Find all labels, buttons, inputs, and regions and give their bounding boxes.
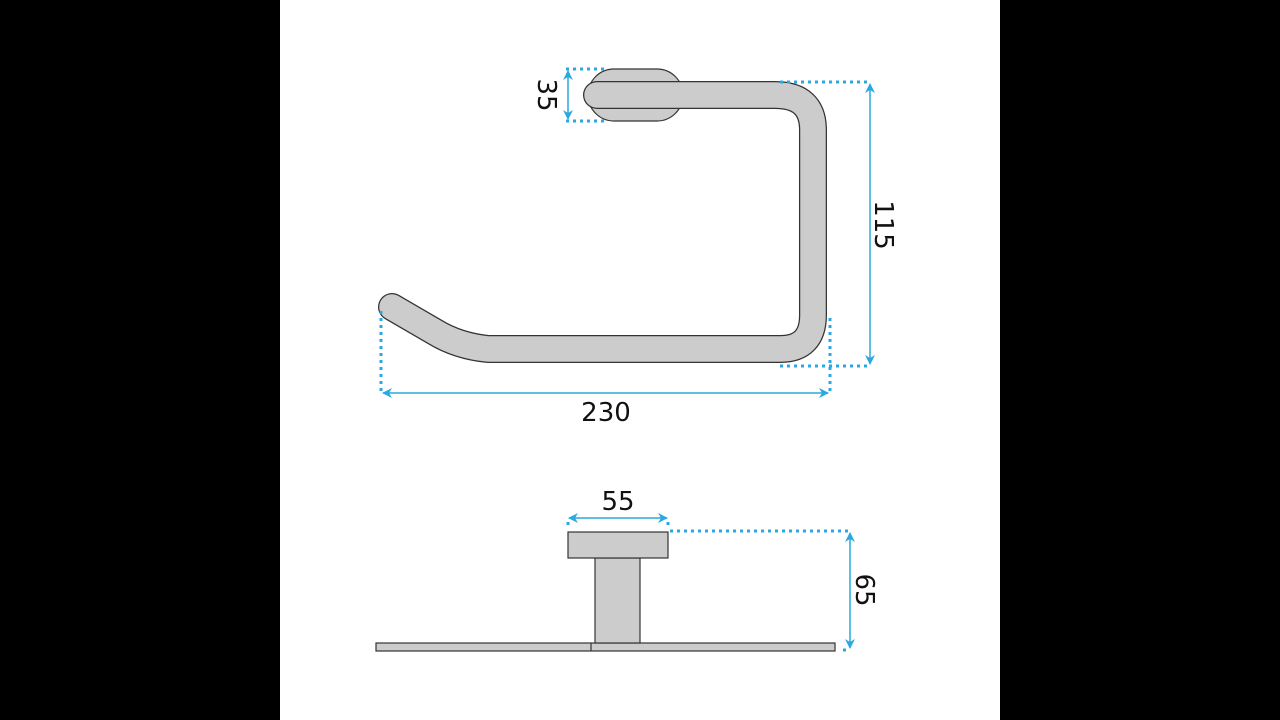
dimension-flange-width (566, 513, 670, 526)
post (594, 557, 641, 644)
label-ring-height: 115 (868, 200, 898, 250)
dimension-ring-width (379, 311, 832, 398)
label-depth: 65 (849, 573, 879, 606)
base-plate (375, 642, 836, 652)
label-flange-width: 55 (601, 487, 634, 517)
towel-ring-tube (378, 81, 827, 363)
label-mount-height: 35 (531, 78, 561, 111)
label-ring-width: 230 (581, 398, 631, 428)
dimension-depth (670, 529, 855, 652)
side-view (375, 531, 836, 652)
dimension-mount-height (563, 67, 608, 123)
dimension-ring-height (780, 80, 875, 368)
flange (567, 531, 669, 559)
